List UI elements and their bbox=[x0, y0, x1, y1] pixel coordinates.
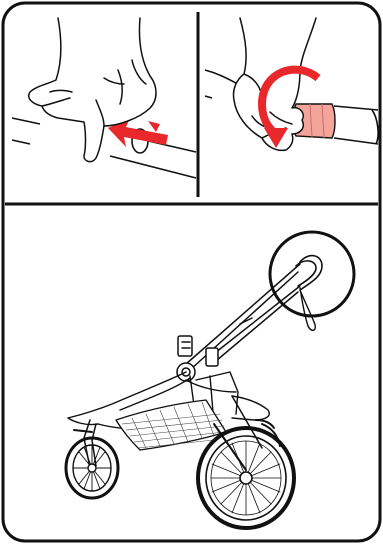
front-wheel bbox=[66, 438, 118, 498]
